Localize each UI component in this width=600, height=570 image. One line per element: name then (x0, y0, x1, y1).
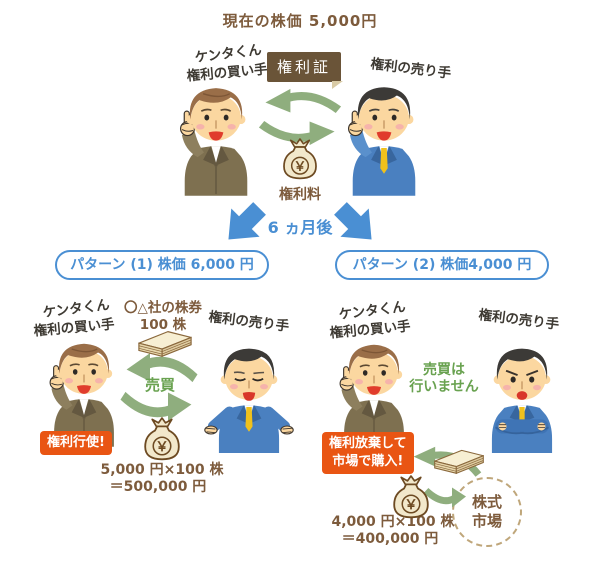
p2-no-trade-line1: 売買は (423, 362, 465, 378)
market-line2: 市場 (471, 512, 502, 530)
p1-stock-name: 〇△社の株券 (124, 300, 202, 316)
down-right-arrow (326, 194, 386, 254)
current-price-title: 現在の株価 5,000円 (222, 12, 378, 30)
rights-certificate-tag: 権利証 (267, 52, 343, 89)
six-months-label: 6 ヵ月後 (267, 218, 333, 237)
pattern1-pill: パターン (1) 株価 6,000 円 (55, 250, 269, 280)
p2-arrow-to-market (423, 487, 466, 508)
p1-calc-line2: ＝500,000 円 (109, 479, 207, 495)
p2-stock-certificate-icon (434, 449, 484, 474)
p2-seller-role: 権利の売り手 (477, 307, 560, 333)
p2-abandon-badge: 権利放棄して市場で購入! (322, 432, 414, 475)
pattern2-pill: パターン (2) 株価4,000 円 (335, 250, 549, 280)
p2-no-trade-line2: 行いません (409, 379, 479, 395)
p1-stock-certificate-icon (138, 331, 192, 357)
p2-abandon-line1: 権利放棄して (329, 436, 407, 451)
seller-character-top (347, 86, 417, 197)
money-bag-fee-icon (283, 138, 317, 180)
buyer-character-top (179, 87, 249, 197)
p2-seller-character (490, 347, 554, 454)
market-line1: 株式 (471, 493, 502, 512)
p1-seller-character (204, 338, 294, 453)
fee-label: 権利料 (279, 187, 321, 203)
stock-market-circle: 株式 市場 (452, 477, 522, 547)
p2-money-bag-icon (393, 475, 429, 519)
p1-trade-label: 売買 (144, 376, 175, 394)
p1-calc-line1: 5,000 円×100 株 (100, 462, 224, 478)
p1-money-bag-icon (144, 417, 180, 461)
p2-calc-line2: ＝400,000 円 (341, 531, 439, 547)
p2-abandon-line2: 市場で購入! (332, 454, 404, 470)
p1-exercise-badge: 権利行使! (40, 431, 112, 456)
p1-stock-shares: 100 株 (139, 317, 187, 333)
p2-calc-line1: 4,000 円×100 株 (331, 514, 455, 530)
